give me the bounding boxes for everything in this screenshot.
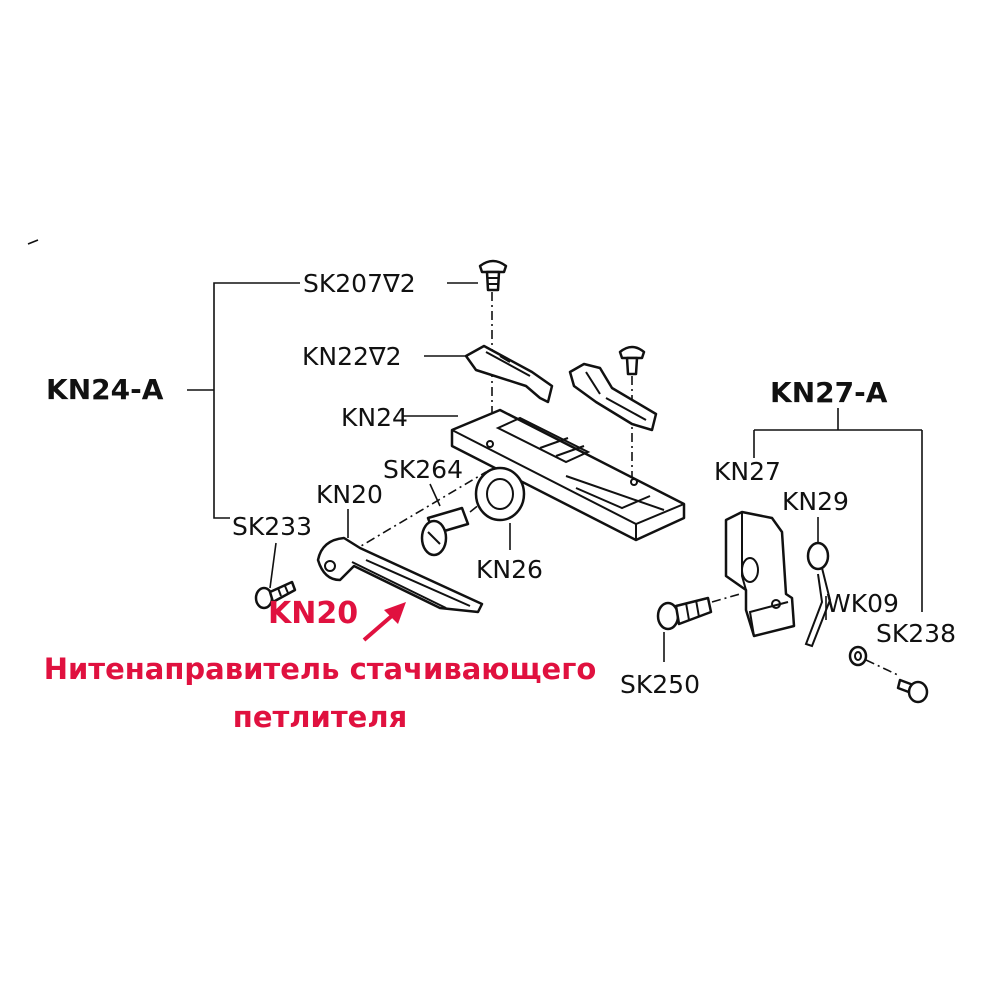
kn27a-bracket xyxy=(753,408,923,612)
axis-line-main xyxy=(333,471,487,563)
label-wk09: WK09 xyxy=(826,589,899,618)
screw-kn22-right xyxy=(618,345,646,376)
screw-sk207 xyxy=(478,259,508,292)
callout-arrow xyxy=(362,602,406,642)
part-kn26 xyxy=(474,466,526,522)
label-kn27: KN27 xyxy=(714,457,781,486)
part-kn29 xyxy=(804,541,832,648)
label-sk250: SK250 xyxy=(620,670,700,699)
label-kn20: KN20 xyxy=(316,480,383,509)
label-kn29: KN29 xyxy=(782,487,849,516)
axis-line-sk264 xyxy=(469,499,486,513)
label-leaders xyxy=(269,355,827,662)
axis-line-wk09 xyxy=(865,659,901,677)
label-sk238: SK238 xyxy=(876,619,956,648)
screw-sk264 xyxy=(420,506,470,557)
screw-sk250 xyxy=(656,596,713,631)
part-kn22-left xyxy=(464,344,554,404)
part-kn27 xyxy=(724,510,796,638)
label-kn24: KN24 xyxy=(341,403,408,432)
stray-mark xyxy=(27,239,39,245)
group-label-kn24a: KN24-A xyxy=(46,373,164,406)
screw-sk238 xyxy=(896,678,929,704)
part-wk09 xyxy=(848,645,868,667)
label-kn26: KN26 xyxy=(476,555,543,584)
label-sk233: SK233 xyxy=(232,512,312,541)
label-sk264: SK264 xyxy=(383,455,463,484)
callout-description: Нитенаправитель стачивающего петлителя xyxy=(43,652,597,734)
group-label-kn27a: KN27-A xyxy=(770,376,888,409)
callout-part-code: KN20 xyxy=(268,596,359,631)
label-kn22: KN22∇2 xyxy=(302,342,402,371)
axis-line-sk250 xyxy=(711,593,741,603)
part-kn24 xyxy=(450,408,686,542)
screw-sk233 xyxy=(254,580,297,610)
part-kn22-right xyxy=(568,362,658,432)
kn24a-bracket xyxy=(187,282,478,519)
label-sk207: SK207∇2 xyxy=(303,269,416,298)
part-kn20 xyxy=(316,536,484,614)
